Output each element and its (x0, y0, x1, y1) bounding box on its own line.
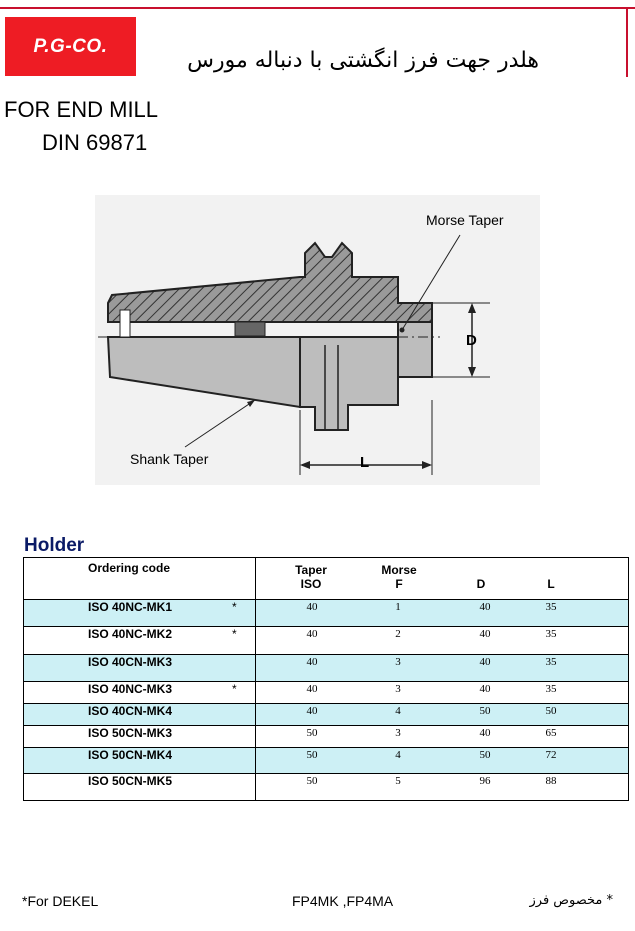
table-row: ISO 40CN-MK4 40 4 50 50 (24, 703, 628, 725)
morse-f-cell: 1 (395, 601, 401, 613)
morse-taper-label: Morse Taper (426, 212, 504, 228)
ordering-code-cell: ISO 40CN-MK4 (88, 704, 173, 718)
table-row: ISO 50CN-MK4 50 4 50 72 (24, 747, 628, 773)
morse-f-cell: 4 (395, 705, 401, 717)
footer-note-right: * مخصوص فرز (529, 893, 614, 908)
ordering-code-cell: ISO 40NC-MK1 (88, 600, 173, 614)
l-cell: 35 (545, 656, 557, 668)
dekel-marker: * (232, 627, 237, 641)
morse-f-cell: 2 (395, 628, 401, 640)
holder-drawing: D L Morse Taper Shank Taper (95, 195, 540, 485)
table-row: ISO 40NC-MK3 * 40 3 40 35 (24, 681, 628, 703)
d-cell: 40 (479, 628, 491, 640)
taper-iso-cell: 40 (306, 705, 318, 717)
morse-f-cell: 4 (395, 749, 401, 761)
header-rule (0, 7, 635, 9)
l-cell: 35 (545, 683, 557, 695)
taper-iso-cell: 40 (306, 628, 318, 640)
l-cell: 35 (545, 601, 557, 613)
table-row: ISO 50CN-MK3 50 3 40 65 (24, 725, 628, 747)
ordering-code-cell: ISO 40NC-MK3 (88, 682, 173, 696)
row-bg-left (24, 704, 255, 725)
d-cell: 40 (479, 601, 491, 613)
d-cell: 50 (479, 749, 491, 761)
table-row: ISO 40NC-MK2 * 40 2 40 35 (24, 626, 628, 654)
taper-iso-cell: 40 (306, 601, 318, 613)
footer-note-center: FP4MK ,FP4MA (292, 893, 394, 909)
table-title: Holder (24, 535, 85, 556)
header-rule-right (626, 7, 628, 77)
row-bg-left (24, 748, 255, 773)
ordering-table: Ordering code Taper ISO Morse F D L ISO … (23, 557, 629, 801)
d-cell: 40 (479, 683, 491, 695)
subtitle-din: DIN 69871 (42, 130, 148, 155)
row-bg-right (256, 748, 628, 773)
morse-f-cell: 3 (395, 727, 401, 739)
row-bg-right (256, 704, 628, 725)
ordering-code-cell: ISO 40NC-MK2 (88, 627, 173, 641)
taper-iso-cell: 50 (306, 775, 318, 787)
dekel-marker: * (232, 600, 237, 614)
shank-taper-label: Shank Taper (130, 451, 209, 467)
header-morse-line2: F (395, 577, 403, 591)
dekel-marker: * (232, 682, 237, 696)
subtitle-end-mill: FOR END MILL (4, 97, 159, 122)
taper-iso-cell: 50 (306, 727, 318, 739)
morse-f-cell: 5 (395, 775, 401, 787)
table-row: ISO 40NC-MK1 * 40 1 40 35 (24, 599, 628, 626)
header-morse-line1: Morse (381, 563, 417, 577)
ordering-code-cell: ISO 40CN-MK3 (88, 655, 173, 669)
l-cell: 72 (545, 749, 557, 761)
row-bg-left (24, 600, 255, 626)
d-cell: 40 (479, 656, 491, 668)
company-logo: P.G-CO. (5, 17, 136, 76)
table-row: ISO 40CN-MK3 40 3 40 35 (24, 654, 628, 681)
header-morse: Morse F (376, 563, 422, 591)
dimension-l-label: L (360, 454, 369, 471)
header-ordering-code: Ordering code (88, 561, 171, 575)
ordering-code-cell: ISO 50CN-MK4 (88, 748, 173, 762)
taper-iso-cell: 40 (306, 656, 318, 668)
ordering-code-cell: ISO 50CN-MK3 (88, 726, 173, 740)
table-row: ISO 50CN-MK5 50 5 96 88 (24, 773, 628, 799)
dimension-d-label: D (466, 332, 477, 349)
logo-text: P.G-CO. (33, 35, 108, 57)
morse-f-cell: 3 (395, 683, 401, 695)
row-bg-right (256, 655, 628, 681)
morse-f-cell: 3 (395, 656, 401, 668)
header-taper: Taper ISO (289, 563, 333, 591)
persian-title: هلدر جهت فرز انگشتی با دنباله مورس (187, 48, 539, 73)
header-taper-line1: Taper (295, 563, 327, 577)
l-cell: 50 (545, 705, 557, 717)
ordering-code-cell: ISO 50CN-MK5 (88, 774, 173, 788)
column-divider (255, 558, 256, 800)
taper-iso-cell: 50 (306, 749, 318, 761)
header-taper-line2: ISO (300, 577, 322, 591)
row-bg-left (24, 655, 255, 681)
row-bg-right (256, 600, 628, 626)
l-cell: 88 (545, 775, 557, 787)
l-cell: 35 (545, 628, 557, 640)
footer-note-left: *For DEKEL (22, 893, 99, 909)
d-cell: 96 (479, 775, 491, 787)
l-cell: 65 (545, 727, 557, 739)
header-d: D (476, 577, 486, 591)
header-l: L (547, 577, 555, 591)
d-cell: 50 (479, 705, 491, 717)
d-cell: 40 (479, 727, 491, 739)
taper-iso-cell: 40 (306, 683, 318, 695)
